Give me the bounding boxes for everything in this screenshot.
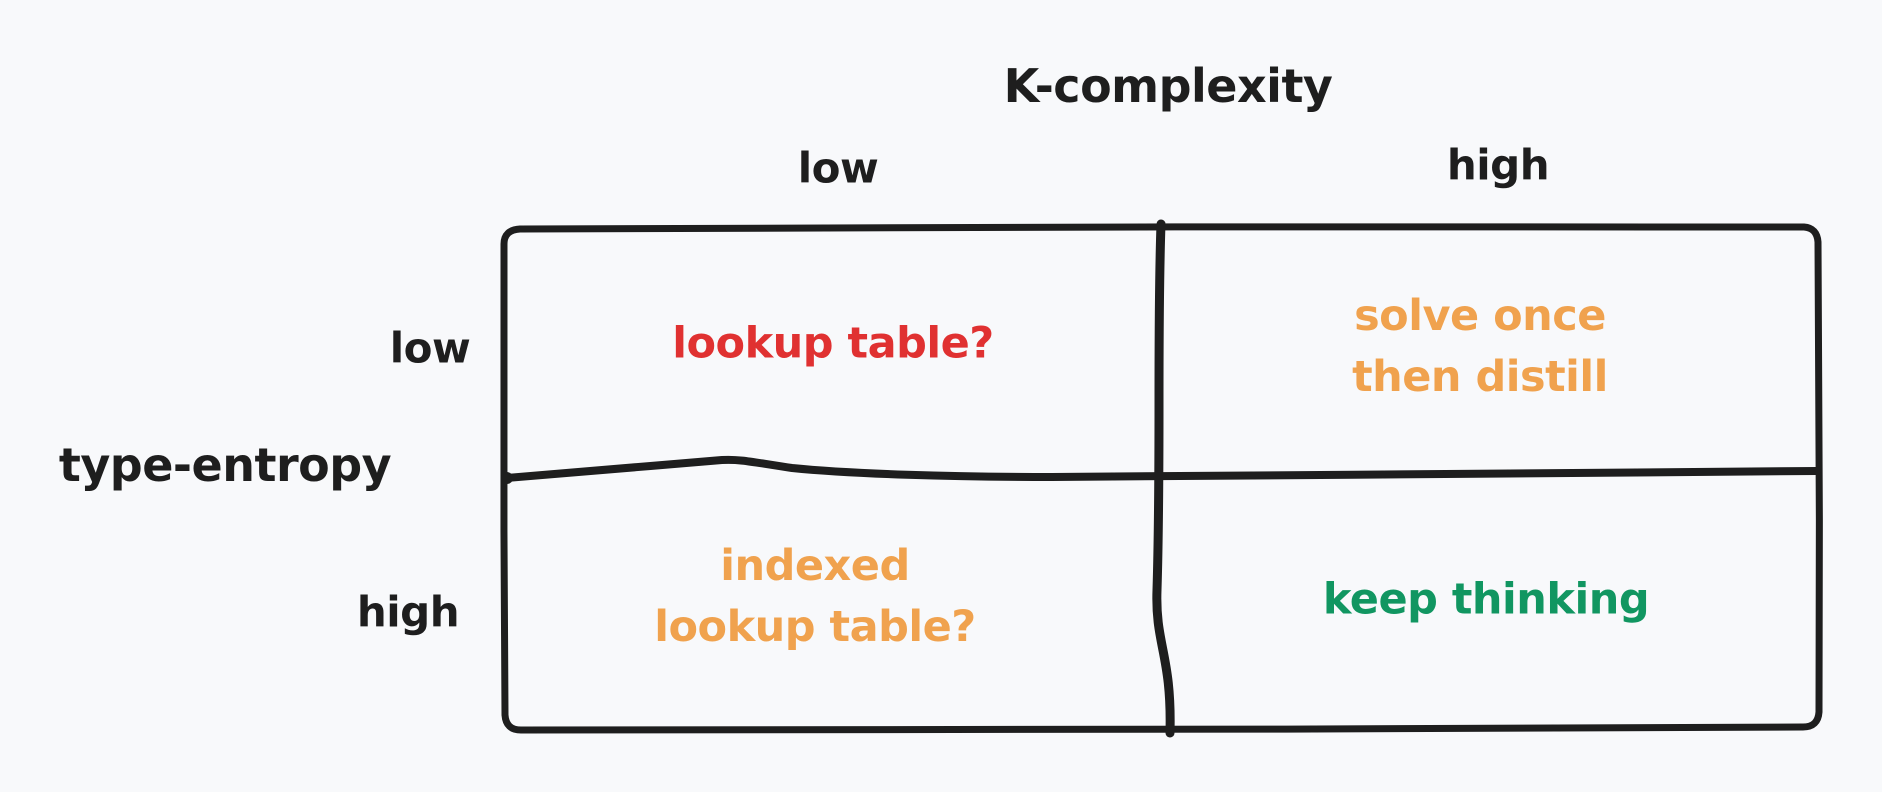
x-axis-label-high: high	[1446, 140, 1550, 190]
quadrant-bottom-left-line1: indexed	[720, 540, 910, 591]
x-axis-label-low: low	[797, 143, 879, 193]
quadrant-bottom-right-text: keep thinking	[1322, 574, 1650, 625]
matrix-horizontal-divider	[502, 455, 1821, 482]
x-axis-title: K-complexity	[1003, 59, 1333, 113]
matrix-vertical-divider	[1152, 219, 1175, 738]
y-axis-title: type-entropy	[58, 438, 392, 492]
divider-start-dot	[501, 472, 513, 484]
quadrant-bottom-left-line2: lookup table?	[654, 602, 976, 652]
y-axis-label-high: high	[356, 587, 460, 637]
y-axis-label-low: low	[389, 323, 471, 373]
quadrant-bottom-left-text: indexed lookup table?	[654, 536, 976, 658]
quadrant-top-right-line2: then distill	[1352, 352, 1608, 402]
matrix-outer-border	[500, 223, 1823, 734]
quadrant-top-right-line1: solve once	[1354, 290, 1606, 341]
quadrant-top-right-text: solve once then distill	[1352, 286, 1608, 408]
quadrant-top-left-text: lookup table?	[672, 318, 994, 369]
